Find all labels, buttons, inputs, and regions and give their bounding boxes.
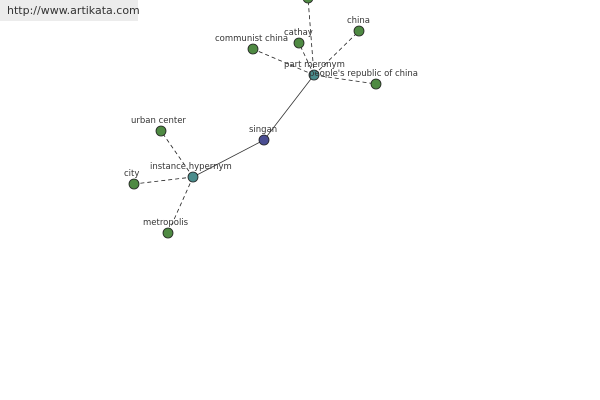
edge-layer <box>133 0 377 234</box>
node-metropolis[interactable] <box>162 227 174 239</box>
node-top-unlabeled[interactable] <box>302 0 314 4</box>
node-label-metropolis: metropolis <box>143 218 189 228</box>
node-urban-center[interactable] <box>155 125 167 137</box>
edge-singan-to-instance-hypernym <box>192 139 265 178</box>
node-label-instance-hypernym: instance hypernym <box>150 162 232 172</box>
edge-part-meronym-to-china <box>313 30 360 76</box>
site-url-link[interactable]: http://www.artikata.com <box>0 0 140 21</box>
node-part-meronym[interactable] <box>308 69 320 81</box>
node-singan[interactable] <box>258 134 270 146</box>
node-label-city: city <box>124 169 139 179</box>
node-instance-hypernym[interactable] <box>187 171 199 183</box>
edge-instance-hypernym-to-metropolis <box>167 176 194 234</box>
edge-instance-hypernym-to-urban-center <box>160 130 194 178</box>
edge-instance-hypernym-to-city <box>133 176 194 185</box>
node-label-communist-china: communist china <box>215 34 288 44</box>
node-city[interactable] <box>128 178 140 190</box>
edge-part-meronym-to-peoples-republic-of-china <box>313 74 377 85</box>
node-label-china: china <box>347 16 370 26</box>
node-peoples-republic-of-china[interactable] <box>370 78 382 90</box>
label-layer: singan part meronym instance hypernym china… <box>124 16 418 228</box>
edge-part-meronym-to-cathay <box>298 42 315 76</box>
node-communist-china[interactable] <box>247 43 259 55</box>
edge-singan-to-part-meronym <box>263 74 315 141</box>
node-label-cathay: cathay <box>284 28 313 38</box>
node-label-peoples-republic-of-china: people's republic of china <box>309 69 418 79</box>
node-layer <box>128 0 382 239</box>
node-cathay[interactable] <box>293 37 305 49</box>
node-label-part-meronym: part meronym <box>284 60 345 70</box>
edge-part-meronym-to-top-unlabeled <box>307 0 315 76</box>
node-label-urban-center: urban center <box>131 116 186 126</box>
node-china[interactable] <box>353 25 365 37</box>
node-label-singan: singan <box>249 125 277 135</box>
